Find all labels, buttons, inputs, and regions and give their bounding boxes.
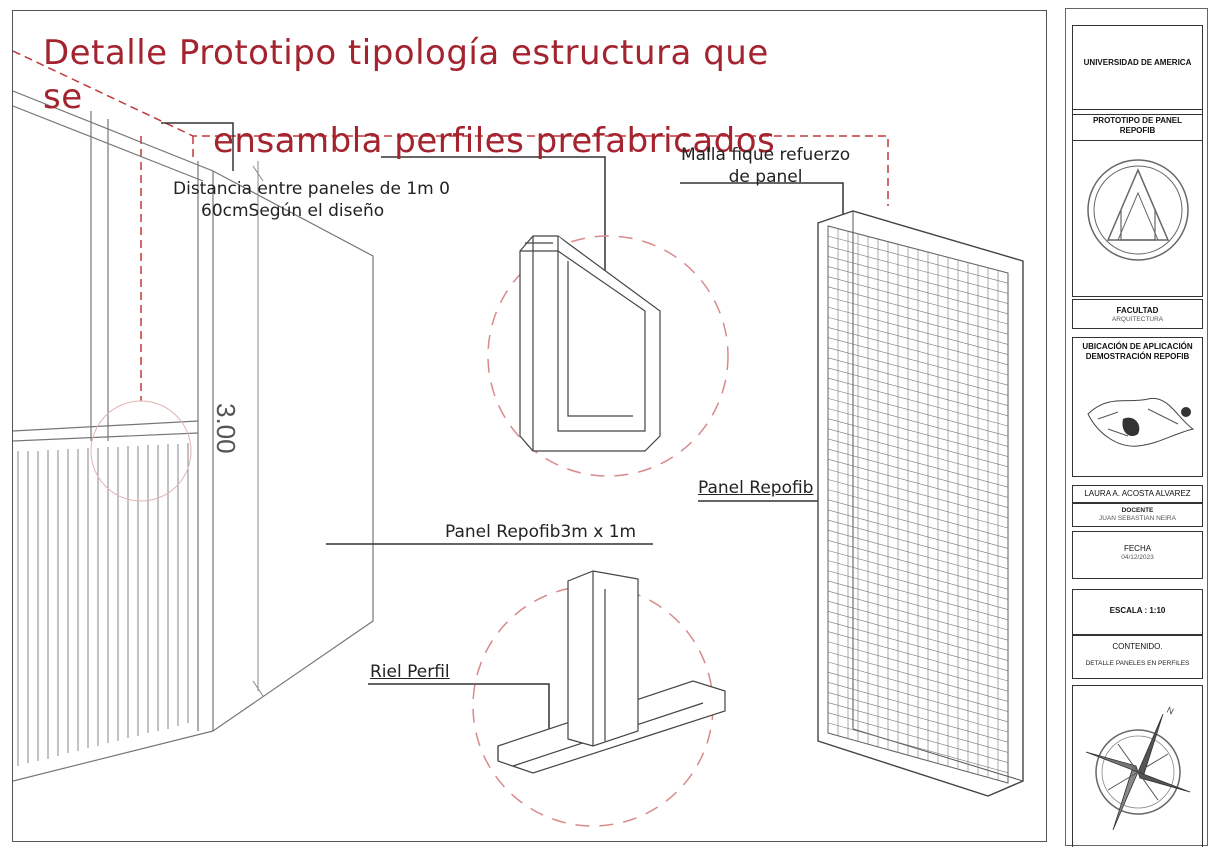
mesh-line-2: de panel <box>728 167 803 187</box>
left-panel-mesh <box>17 443 189 766</box>
author-name: LAURA A. ACOSTA ALVAREZ <box>1084 489 1191 498</box>
distance-line-1: Distancia entre paneles de 1m 0 <box>173 179 450 199</box>
teacher-value: JUAN SEBASTIAN NEIRA <box>1099 515 1176 522</box>
height-dimension-line <box>252 161 264 697</box>
frame-profile-section <box>519 235 661 452</box>
drawing-sheet: Detalle Prototipo tipología estructura q… <box>12 10 1047 842</box>
faculty-cell: FACULTAD ARQUITECTURA <box>1072 299 1203 329</box>
left-detail-circle <box>90 400 192 502</box>
scale-cell: ESCALA : 1:10 <box>1072 589 1203 635</box>
project-name: PROTOTIPO DE PANEL REPOFIB <box>1092 116 1183 135</box>
mesh-line-1: Malla fique refuerzo <box>681 145 851 165</box>
university-cell: UNIVERSIDAD DE AMERICA <box>1072 25 1203 115</box>
university-logo-icon <box>1086 159 1189 261</box>
title-block: UNIVERSIDAD DE AMERICA PROTOTIPO DE PANE… <box>1065 8 1208 847</box>
rail-profile <box>497 570 726 774</box>
content-label: CONTENIDO. <box>1112 642 1163 651</box>
content-cell: CONTENIDO. DETALLE PANELES EN PERFILES <box>1072 635 1203 679</box>
isometric-drawing <box>13 50 1024 827</box>
faculty-label: FACULTAD <box>1116 306 1159 315</box>
svg-text:N: N <box>1165 705 1175 717</box>
mesh-grid <box>827 225 1009 784</box>
frame-detail-circle <box>487 235 729 477</box>
location-label: UBICACIÓN DE APLICACIÓN DEMOSTRACIÓN REP… <box>1082 342 1193 361</box>
scale-value: ESCALA : 1:10 <box>1109 606 1166 615</box>
date-label: FECHA <box>1123 544 1152 553</box>
mesh-label: Malla fique refuerzo de panel <box>681 144 850 188</box>
title-line-2: ensambla perfiles prefabricados <box>213 121 776 161</box>
date-value: 04/12/2023 <box>1121 554 1154 561</box>
right-mesh-panel <box>817 210 1024 797</box>
author-cell: LAURA A. ACOSTA ALVAREZ <box>1072 485 1203 503</box>
height-dimension-text: 3.00 <box>211 403 241 454</box>
panel-size-label: Panel Repofib3m x 1m <box>445 522 637 542</box>
drawing-title: Detalle Prototipo tipología estructura q… <box>43 31 803 163</box>
compass-rose-icon: N <box>1085 705 1190 831</box>
distance-label: Distancia entre paneles de 1m 0 60cmSegú… <box>173 178 450 222</box>
location-cell: UBICACIÓN DE APLICACIÓN DEMOSTRACIÓN REP… <box>1072 337 1203 477</box>
title-line-1: Detalle Prototipo tipología estructura q… <box>43 33 769 117</box>
faculty-value: ARQUITECTURA <box>1111 316 1164 323</box>
rail-profile-label: Riel Perfil <box>370 662 450 682</box>
location-map-icon <box>1086 397 1194 447</box>
north-arrow-cell: N <box>1072 685 1203 847</box>
panel-repofib-label: Panel Repofib <box>698 478 814 498</box>
left-wall-panel <box>13 90 374 782</box>
teacher-cell: DOCENTE JUAN SEBASTIAN NEIRA <box>1072 503 1203 527</box>
content-value: DETALLE PANELES EN PERFILES <box>1085 660 1190 667</box>
date-cell: FECHA 04/12/2023 <box>1072 531 1203 579</box>
university-name: UNIVERSIDAD DE AMERICA <box>1083 58 1192 67</box>
distance-line-2: 60cmSegún el diseño <box>201 201 385 221</box>
logo-cell <box>1072 123 1203 297</box>
red-guide-lines <box>13 50 889 401</box>
teacher-label: DOCENTE <box>1121 507 1154 514</box>
